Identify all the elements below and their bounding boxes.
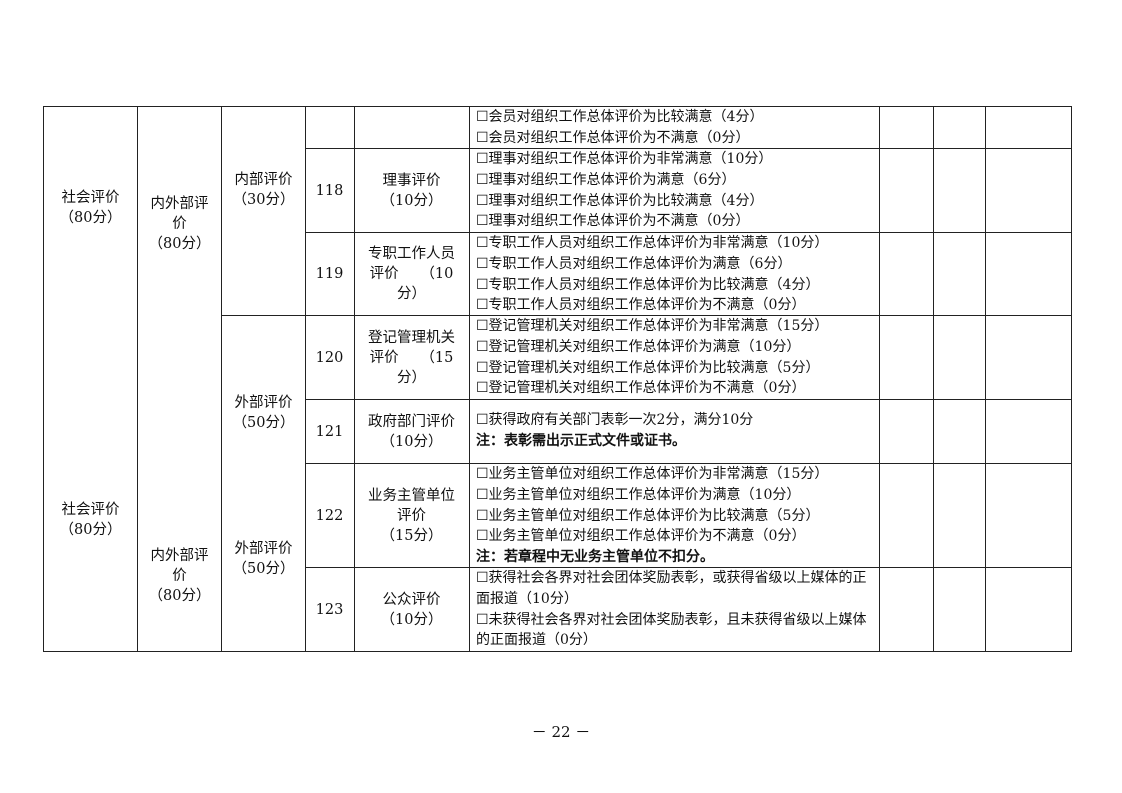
scoring-option: ☐业务主管单位对组织工作总体评价为不满意（0分）: [476, 528, 806, 545]
item-number: 121: [315, 423, 344, 440]
item-number: 120: [315, 349, 344, 366]
item-name: 业务主管单位 评价 （15分）: [368, 487, 455, 544]
table-row-divider: [305, 232, 1071, 233]
level2-category-label: 内外部评 价 （80分）: [148, 196, 211, 252]
item-name: 专职工作人员 评价 （10 分）: [368, 246, 455, 302]
scoring-options: ☐获得政府有关部门表彰一次2分，满分10分 注：表彰需出示正式文件或证书。: [476, 410, 876, 452]
scoring-option: ☐理事对组织工作总体评价为非常满意（10分）: [476, 151, 773, 167]
table-row-divider: [221, 315, 1071, 316]
level1-category-label: 社会评价 （80分）: [59, 190, 122, 226]
table-row-divider: [305, 148, 1071, 149]
scoring-option: ☐业务主管单位对组织工作总体评价为满意（10分）: [476, 486, 801, 503]
table-col-divider: [137, 106, 138, 652]
item-number: 118: [315, 182, 344, 199]
scoring-option: ☐理事对组织工作总体评价为比较满意（4分）: [476, 192, 764, 209]
table-row-divider: [305, 567, 1071, 568]
item-name: 理事评价 （10分）: [380, 172, 443, 209]
scoring-option: ☐业务主管单位对组织工作总体评价为非常满意（15分）: [476, 466, 829, 482]
scoring-option: ☐专职工作人员对组织工作总体评价为比较满意（4分）: [476, 276, 820, 293]
scoring-option: ☐会员对组织工作总体评价为不满意（0分）: [476, 129, 750, 146]
scoring-option: ☐获得社会各界对社会团体奖励表彰，或获得省级以上媒体的正面报道（10分）: [476, 570, 867, 607]
level3-category-label: 外部评价 （50分）: [232, 395, 295, 431]
table-border-bottom: [43, 651, 1071, 652]
level3-category-cell: 外部评价 （50分）: [222, 388, 305, 438]
scoring-options: ☐会员对组织工作总体评价为比较满意（4分） ☐会员对组织工作总体评价为不满意（0…: [476, 107, 876, 149]
table-col-divider: [933, 106, 934, 652]
scoring-options: ☐理事对组织工作总体评价为非常满意（10分） ☐理事对组织工作总体评价为满意（6…: [476, 149, 876, 232]
item-name: 政府部门评价 （10分）: [368, 413, 455, 450]
level3-category-label: 外部评价 （50分）: [232, 541, 295, 577]
table-col-divider: [879, 106, 880, 652]
table-col-divider: [354, 106, 355, 652]
scoring-option: ☐会员对组织工作总体评价为比较满意（4分）: [476, 109, 764, 125]
scoring-options: ☐业务主管单位对组织工作总体评价为非常满意（15分） ☐业务主管单位对组织工作总…: [476, 464, 876, 568]
item-name: 公众评价 （10分）: [380, 591, 443, 628]
level2-category-cell: 内外部评 价 （80分）: [138, 536, 221, 616]
level3-category-cell: 外部评价 （50分）: [222, 534, 305, 584]
scoring-options: ☐登记管理机关对组织工作总体评价为非常满意（15分） ☐登记管理机关对组织工作总…: [476, 316, 876, 399]
item-number: 119: [315, 266, 344, 282]
level2-category-label: 内外部评 价 （80分）: [148, 548, 211, 604]
scoring-options: ☐专职工作人员对组织工作总体评价为非常满意（10分） ☐专职工作人员对组织工作总…: [476, 233, 876, 316]
scoring-option: ☐登记管理机关对组织工作总体评价为满意（10分）: [476, 338, 801, 355]
scoring-note: 注：表彰需出示正式文件或证书。: [476, 432, 686, 449]
page-number: － 22 －: [531, 723, 591, 741]
table-col-divider: [1071, 106, 1072, 652]
item-number: 122: [315, 507, 344, 524]
level2-category-cell: 内外部评 价 （80分）: [138, 184, 221, 264]
level1-category-cell: 社会评价 （80分）: [44, 178, 137, 238]
level3-category-label: 内部评价 （30分）: [232, 172, 295, 208]
table-row-divider: [305, 463, 1071, 464]
scoring-option: ☐登记管理机关对组织工作总体评价为比较满意（5分）: [476, 359, 820, 376]
table-col-divider: [469, 106, 470, 652]
scoring-option: ☐登记管理机关对组织工作总体评价为不满意（0分）: [476, 380, 806, 397]
scoring-option: ☐登记管理机关对组织工作总体评价为非常满意（15分）: [476, 318, 829, 334]
scoring-option: ☐获得政府有关部门表彰一次2分，满分10分: [476, 412, 754, 428]
table-col-divider: [221, 106, 222, 652]
level1-category-cell: 社会评价 （80分）: [44, 490, 137, 550]
item-name: [354, 107, 469, 148]
item-number: [305, 107, 354, 148]
scoring-option: ☐未获得社会各界对社会团体奖励表彰，且未获得省级以上媒体的正面报道（0分）: [476, 611, 867, 649]
item-name: 登记管理机关 评价 （15 分）: [368, 329, 455, 386]
scoring-option: ☐业务主管单位对组织工作总体评价为比较满意（5分）: [476, 507, 820, 524]
scoring-option: ☐理事对组织工作总体评价为满意（6分）: [476, 171, 736, 188]
item-number: 123: [315, 601, 344, 618]
scoring-option: ☐专职工作人员对组织工作总体评价为不满意（0分）: [476, 297, 806, 314]
table-row-divider: [305, 399, 1071, 400]
scoring-options: ☐获得社会各界对社会团体奖励表彰，或获得省级以上媒体的正面报道（10分） ☐未获…: [476, 568, 874, 651]
level1-category-label: 社会评价 （80分）: [59, 502, 122, 538]
level3-category-cell: 内部评价 （30分）: [222, 165, 305, 215]
table-col-divider: [43, 106, 44, 652]
scoring-option: ☐专职工作人员对组织工作总体评价为非常满意（10分）: [476, 235, 829, 251]
scoring-option: ☐理事对组织工作总体评价为不满意（0分）: [476, 213, 750, 230]
table-border-top: [43, 106, 1071, 107]
table-col-divider: [985, 106, 986, 652]
table-col-divider: [305, 106, 306, 652]
scoring-note: 注：若章程中无业务主管单位不扣分。: [476, 549, 714, 566]
scoring-option: ☐专职工作人员对组织工作总体评价为满意（6分）: [476, 255, 792, 272]
